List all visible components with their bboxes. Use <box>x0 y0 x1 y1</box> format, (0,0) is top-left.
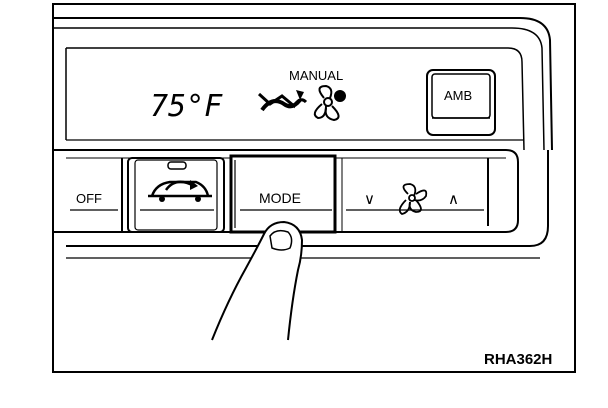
recirculation-button[interactable] <box>127 157 225 233</box>
figure-code: RHA362H <box>484 351 552 368</box>
amb-button[interactable]: AMB <box>426 69 496 136</box>
mode-button-label: MODE <box>259 190 301 206</box>
recirc-indicator-led <box>167 161 187 170</box>
airflow-to-feet-icon <box>257 90 308 112</box>
fan-speed-control: ∨ ∧ <box>341 158 489 232</box>
recirculation-car-icon <box>148 180 212 202</box>
fan-icon <box>398 183 428 215</box>
off-button[interactable]: OFF <box>70 158 123 232</box>
off-button-label: OFF <box>76 191 102 206</box>
fan-down-label: ∨ <box>364 191 375 208</box>
fan-speed-down-button[interactable]: ∨ <box>364 191 375 208</box>
temperature-readout: 75°F <box>150 89 223 124</box>
fan-speed-up-button[interactable]: ∧ <box>448 191 459 208</box>
mode-button[interactable]: MODE <box>229 154 337 234</box>
manual-indicator: MANUAL <box>289 68 343 83</box>
button-strip-housing <box>53 149 519 233</box>
amb-button-label: AMB <box>444 88 472 103</box>
display-fan-icon <box>313 84 346 122</box>
display-housing <box>53 17 553 151</box>
pressing-finger-illustration <box>211 220 304 341</box>
fan-up-label: ∧ <box>448 191 459 208</box>
